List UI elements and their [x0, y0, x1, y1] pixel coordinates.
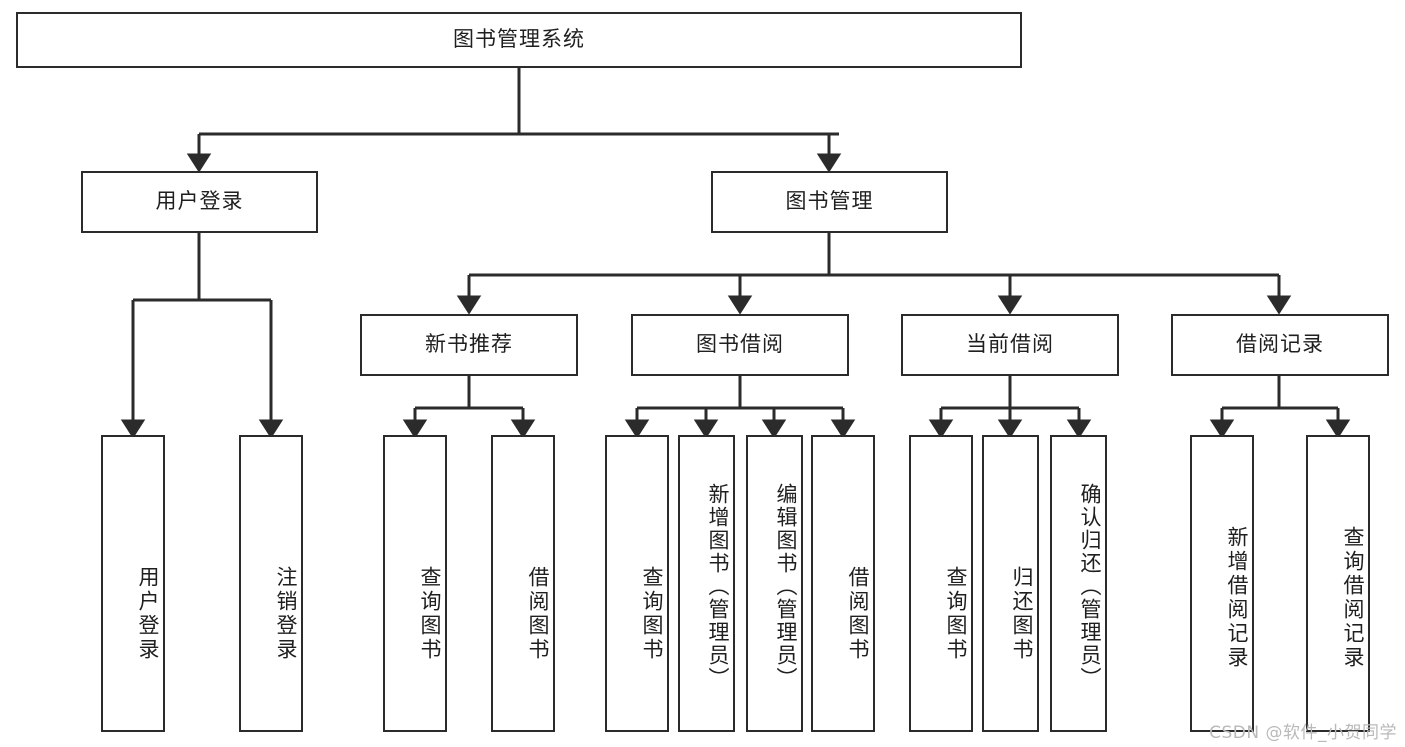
node-label: 查询图书	[944, 565, 968, 662]
leaf-query-book-recommend[interactable]: 查询图书	[383, 435, 447, 732]
node-label: 借阅图书	[526, 565, 550, 662]
node-label: 图书借阅	[696, 332, 784, 357]
leaf-add-borrow-record[interactable]: 新增借阅记录	[1190, 435, 1254, 732]
node-book-management[interactable]: 图书管理	[711, 171, 948, 233]
leaf-query-book-current[interactable]: 查询图书	[909, 435, 973, 732]
leaf-return-book[interactable]: 归还图书	[982, 435, 1039, 732]
watermark-text: CSDN @软件_小贺同学	[1209, 723, 1397, 743]
node-current-borrow[interactable]: 当前借阅	[901, 314, 1119, 376]
leaf-query-borrow-record[interactable]: 查询借阅记录	[1306, 435, 1370, 732]
leaf-edit-book[interactable]: 编辑图书（管理员）	[746, 435, 803, 732]
node-label: 归还图书	[1010, 565, 1034, 662]
node-book-borrow[interactable]: 图书借阅	[631, 314, 849, 376]
node-label: 确认归还（管理员）	[1078, 483, 1102, 690]
node-label: 查询借阅记录	[1341, 525, 1365, 670]
node-label: 编辑图书（管理员）	[774, 483, 798, 690]
node-label: 新增借阅记录	[1225, 525, 1249, 670]
leaf-query-book-borrow[interactable]: 查询图书	[605, 435, 669, 732]
leaf-logout-login[interactable]: 注销登录	[239, 435, 303, 732]
node-new-book-recommend[interactable]: 新书推荐	[360, 314, 578, 376]
node-label: 借阅图书	[846, 565, 870, 662]
leaf-borrow-book-borrow[interactable]: 借阅图书	[811, 435, 875, 732]
node-borrow-record[interactable]: 借阅记录	[1171, 314, 1389, 376]
node-label: 图书管理	[785, 189, 874, 214]
node-root[interactable]: 图书管理系统	[16, 12, 1022, 68]
leaf-borrow-book-recommend[interactable]: 借阅图书	[491, 435, 555, 732]
node-label: 用户登录	[136, 565, 160, 662]
node-label: 当前借阅	[966, 332, 1054, 357]
node-label: 新书推荐	[425, 332, 513, 357]
node-label: 用户登录	[155, 189, 244, 214]
node-label: 图书管理系统	[453, 27, 585, 52]
node-label: 注销登录	[274, 565, 298, 662]
leaf-user-login[interactable]: 用户登录	[101, 435, 165, 732]
leaf-confirm-return[interactable]: 确认归还（管理员）	[1050, 435, 1107, 732]
node-user-login[interactable]: 用户登录	[81, 171, 318, 233]
node-label: 查询图书	[418, 565, 442, 662]
node-label: 借阅记录	[1236, 332, 1324, 357]
node-label: 查询图书	[640, 565, 664, 662]
leaf-add-book[interactable]: 新增图书（管理员）	[678, 435, 735, 732]
node-label: 新增图书（管理员）	[706, 483, 730, 690]
